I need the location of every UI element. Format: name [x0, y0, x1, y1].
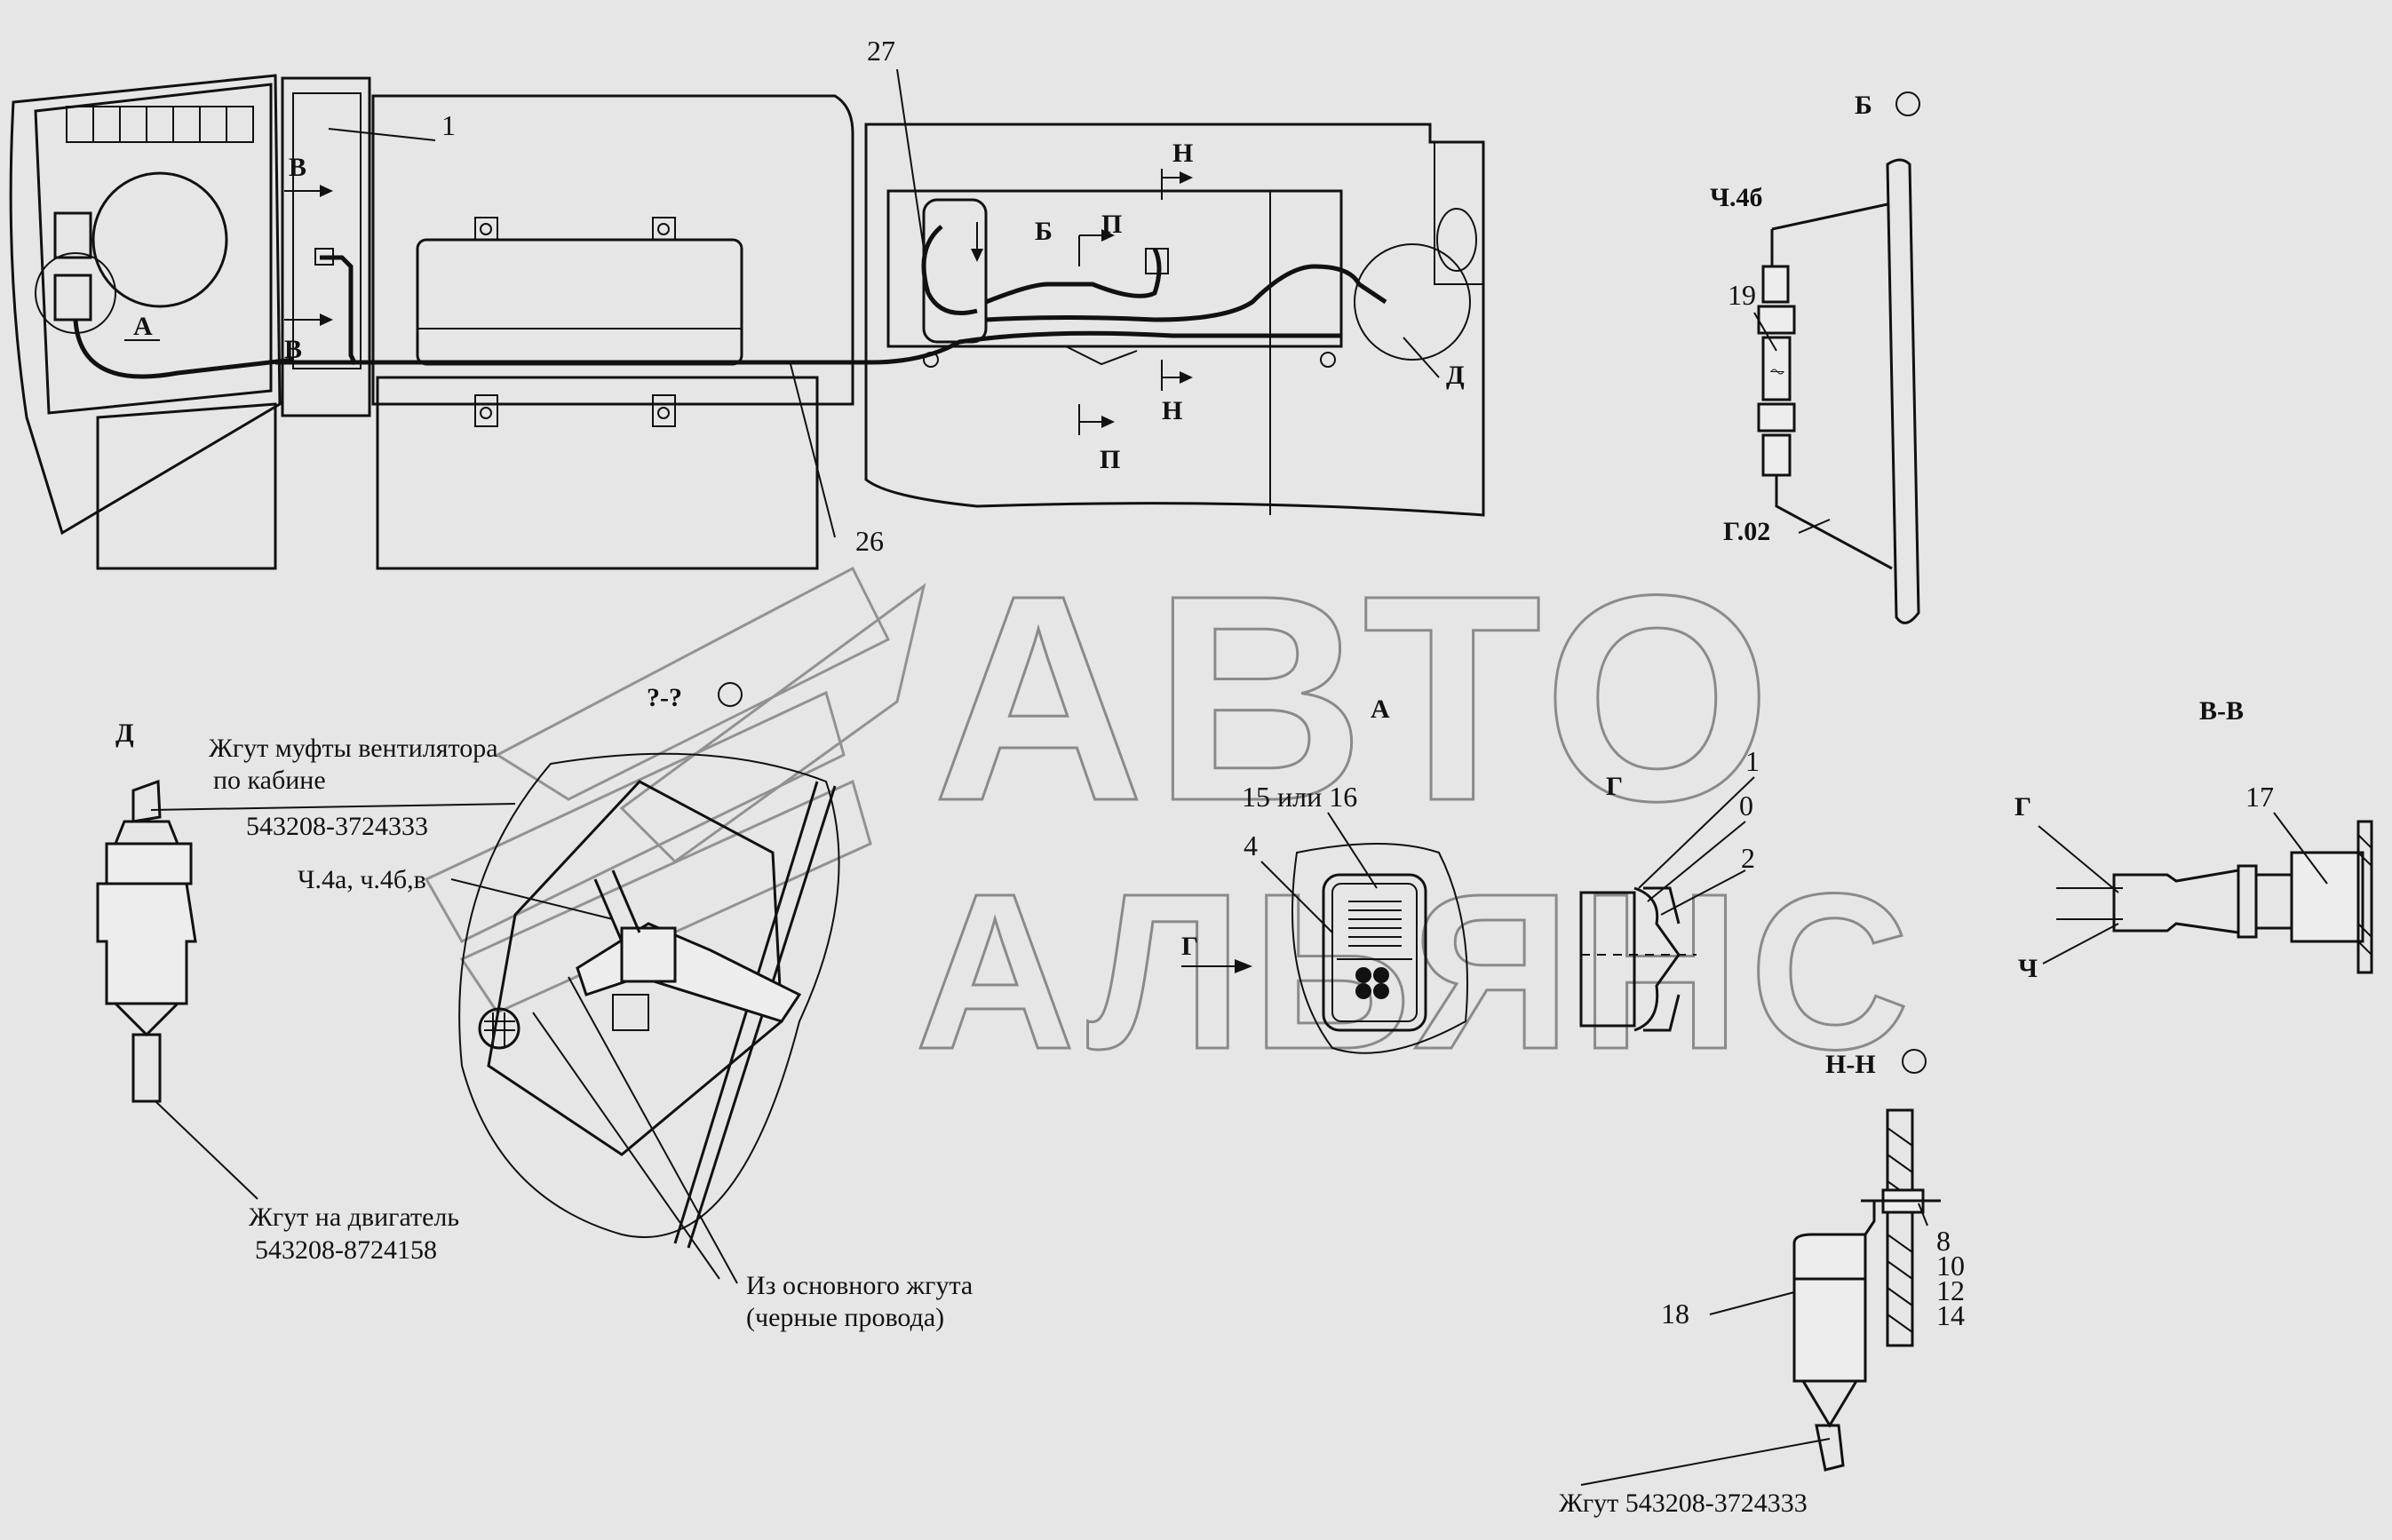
callout-2-right: 2	[1741, 842, 1755, 874]
view-a: А 15 или 16 4 Г	[1181, 695, 1468, 1054]
view-marker-g-right: Г	[2015, 792, 2031, 822]
view-nn-title: Н-Н	[1825, 1050, 1876, 1079]
view-q: ?-? Ч.4а, ч.4б,в Из основного жгута (чер…	[298, 682, 973, 1332]
label-fan-harness-line1: Жгут муфты вентилятора	[209, 734, 498, 763]
label-main-harness-line2: (черные провода)	[746, 1303, 944, 1332]
top-callouts: 1 27 26	[328, 35, 925, 557]
callout-26: 26	[855, 525, 884, 557]
label-fan-harness-code: 543208-3724333	[246, 812, 428, 841]
battery-box-lower	[376, 376, 819, 570]
view-vv-title: В-В	[2199, 696, 2244, 726]
section-marker-p-lower: П	[1100, 445, 1120, 474]
callout-15-or-16: 15 или 16	[1242, 781, 1357, 813]
section-marker-n-upper: Н	[1172, 139, 1193, 168]
callout-12: 12	[1936, 1274, 1965, 1306]
view-nn: Н-Н 8 10 12 14 18 Жгут 543208-3724333	[1559, 1049, 1965, 1518]
label-engine-harness-code: 543208-8724158	[255, 1235, 437, 1265]
callout-17: 17	[2245, 781, 2274, 813]
watermark: АВТО АЛЬЯНС	[424, 533, 1919, 1097]
label-ch4a: Ч.4а, ч.4б,в	[298, 865, 426, 894]
callout-1-right: 1	[1745, 745, 1760, 777]
fuse-symbol: ⏦	[1769, 360, 1785, 382]
panel-1: В В А	[124, 76, 371, 417]
view-marker-ch-right: Ч	[2018, 954, 2038, 983]
label-bottom-harness: Жгут 543208-3724333	[1559, 1488, 1808, 1518]
label-ch4b: Ч.4б	[1710, 183, 1763, 212]
callout-4: 4	[1244, 830, 1258, 861]
section-marker-p-upper: П	[1101, 210, 1122, 239]
callout-1-top: 1	[441, 109, 456, 141]
view-q-title: ?-?	[647, 683, 682, 712]
section-marker-v-upper: В	[289, 153, 306, 182]
label-main-harness-line1: Из основного жгута	[746, 1271, 973, 1300]
battery-box-upper	[371, 94, 854, 406]
callout-0-right: 0	[1739, 790, 1753, 822]
view-marker-d: Д	[1446, 361, 1465, 390]
section-marker-n-lower: Н	[1162, 396, 1182, 425]
engine-compartment: Б П Н Н П Д	[864, 123, 1485, 517]
cabin-dashboard	[9, 74, 294, 570]
callout-14: 14	[1936, 1299, 1965, 1331]
watermark-line1: АВТО	[933, 534, 1780, 861]
main-harness-line	[275, 330, 1341, 365]
label-g02: Г.02	[1723, 517, 1770, 546]
view-marker-g-left: Г	[1181, 932, 1198, 961]
callout-8: 8	[1936, 1225, 1951, 1257]
watermark-line2: АЛЬЯНС	[915, 847, 1919, 1095]
callout-18: 18	[1661, 1298, 1689, 1330]
callout-19: 19	[1728, 279, 1756, 311]
section-marker-v-lower: В	[284, 335, 302, 364]
view-marker-a: А	[133, 312, 153, 341]
view-g-title: Г	[1606, 772, 1623, 801]
view-b-title: Б	[1855, 91, 1872, 120]
view-d: Д Жгут муфты вентилятора по кабине 54320…	[96, 718, 516, 1265]
label-fan-harness-line2: по кабине	[213, 766, 326, 795]
callout-10: 10	[1936, 1250, 1965, 1282]
callout-27: 27	[867, 35, 895, 67]
view-g: Г 1 0 2	[1579, 745, 1760, 1032]
view-d-title: Д	[115, 718, 134, 748]
view-marker-b: Б	[1035, 217, 1053, 246]
view-b: Б ⏦ Ч.4б 19 Г.02	[1710, 91, 1920, 624]
view-vv: В-В Г Ч 17	[2015, 696, 2373, 983]
label-engine-harness-line1: Жгут на двигатель	[249, 1203, 459, 1232]
view-a-title: А	[1371, 695, 1390, 724]
